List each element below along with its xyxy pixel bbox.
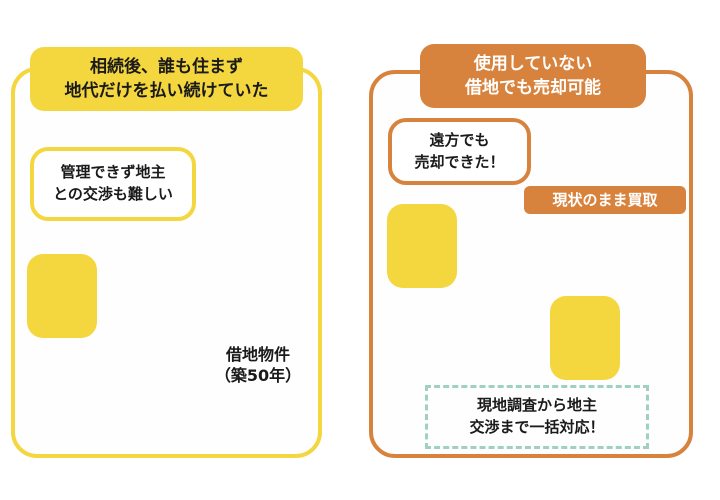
full-service-note: 現地調査から地主 交渉まで一括対応！ xyxy=(425,385,649,449)
right-bubble-line2: 売却できた！ xyxy=(414,153,505,171)
left-bubble-line2: との交渉も難しい xyxy=(53,185,173,203)
left-bubble-line1: 管理できず地主 xyxy=(60,163,166,181)
property-label: 借地物件 （築50年） xyxy=(210,344,306,386)
left-header-line1: 相続後、誰も住まず xyxy=(90,57,243,77)
full-service-line1: 現地調査から地主 xyxy=(476,396,597,414)
property-label-line1: 借地物件 xyxy=(225,345,290,364)
buy-as-is-tag: 現状のまま買取 xyxy=(524,186,686,214)
left-header-line2: 地代だけを払い続けていた xyxy=(64,81,269,101)
full-service-line2: 交渉まで一括対応！ xyxy=(469,418,605,436)
property-label-line2: （築50年） xyxy=(214,366,302,385)
right-speech-bubble: 遠方でも 売却できた！ xyxy=(388,118,531,185)
right-bubble-line1: 遠方でも xyxy=(429,131,490,149)
right-header-pill: 使用していない 借地でも売却可能 xyxy=(420,44,646,108)
left-speech-bubble: 管理できず地主 との交渉も難しい xyxy=(30,147,196,221)
right-header-line1: 使用していない xyxy=(473,54,593,74)
left-header-pill: 相続後、誰も住まず 地代だけを払い続けていた xyxy=(30,47,303,111)
right-header-line2: 借地でも売却可能 xyxy=(465,78,601,98)
